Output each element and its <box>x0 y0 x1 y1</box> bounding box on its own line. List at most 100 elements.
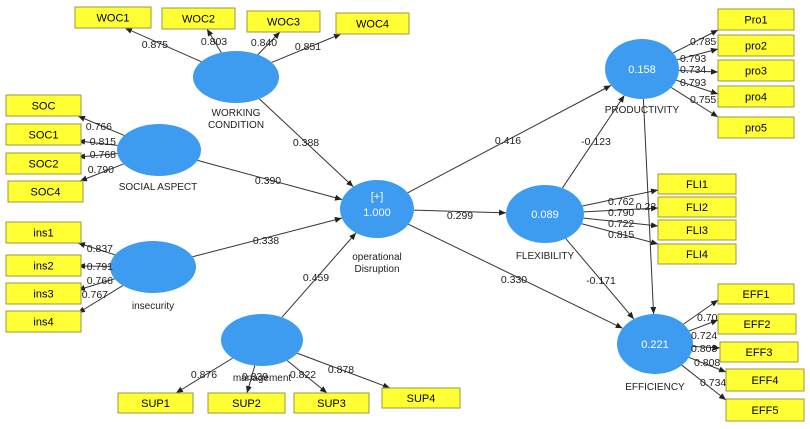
loading-value-ins4: 0.767 <box>82 289 108 301</box>
indicator-label: EFF3 <box>746 347 773 359</box>
indicator-woc4[interactable]: WOC4 <box>335 12 410 35</box>
loading-arrow-pro1 <box>673 29 719 54</box>
r-squared-value: 0.089 <box>531 209 559 221</box>
indicator-woc2[interactable]: WOC2 <box>161 7 236 30</box>
loading-arrow-sup1 <box>175 357 233 394</box>
indicator-pro2[interactable]: pro2 <box>717 34 795 57</box>
latent-ellipse <box>506 185 584 243</box>
indicator-sup2[interactable]: SUP2 <box>207 392 286 414</box>
loading-value-pro4: 0.793 <box>680 77 706 89</box>
loading-arrow-fli1 <box>582 188 659 207</box>
loading-arrow-soc <box>77 115 125 136</box>
indicator-woc3[interactable]: WOC3 <box>246 10 321 33</box>
indicator-box <box>717 59 795 82</box>
latent-label: CONDITION <box>208 120 264 131</box>
path-arrow-prod-eff <box>642 98 657 315</box>
loading-value-eff4: 0.808 <box>694 357 720 369</box>
loading-value-soc2: 0.768 <box>90 149 116 161</box>
indicator-fli2[interactable]: FLI2 <box>657 196 737 218</box>
indicator-ins4[interactable]: ins4 <box>5 310 82 333</box>
loading-arrow-woc4 <box>271 33 342 63</box>
indicator-pro5[interactable]: pro5 <box>717 116 795 139</box>
r-squared-value: 0.221 <box>641 339 669 351</box>
indicator-sup4[interactable]: SUP4 <box>381 387 461 409</box>
path-coefficient-wc-od: 0.388 <box>293 137 319 149</box>
indicator-label: pro3 <box>745 66 767 78</box>
loading-arrow-fli3 <box>583 217 659 229</box>
indicator-ins2[interactable]: ins2 <box>5 254 82 277</box>
latent-label: insecurity <box>132 301 174 312</box>
indicator-label: ins2 <box>33 261 53 273</box>
indicator-fli1[interactable]: FLI1 <box>657 173 737 195</box>
indicator-sup1[interactable]: SUP1 <box>117 392 194 414</box>
indicator-box <box>719 341 799 363</box>
indicator-box <box>5 310 82 333</box>
loading-value-fli4: 0.815 <box>608 229 634 241</box>
indicator-box <box>5 94 82 117</box>
latent-ellipse <box>221 314 303 366</box>
latent-label: EFFICIENCY <box>625 382 685 393</box>
path-coefficient-ins-od: 0.338 <box>253 235 279 247</box>
path-arrow-flex-eff <box>565 238 635 320</box>
latent-social-aspect[interactable]: SOCIAL ASPECT <box>117 124 201 193</box>
indicator-eff3[interactable]: EFF3 <box>719 341 799 363</box>
indicator-eff1[interactable]: EFF1 <box>717 283 795 305</box>
loading-value-soc1: 0.815 <box>90 136 116 148</box>
loading-arrow-woc1 <box>124 27 202 63</box>
path-coefficient-sa-od: 0.390 <box>255 175 281 187</box>
loading-value-soc: 0.766 <box>86 121 112 133</box>
latent-ellipse <box>193 51 279 103</box>
indicator-box <box>717 283 795 305</box>
indicator-soc2[interactable]: SOC2 <box>5 152 82 175</box>
indicator-eff2[interactable]: EFF2 <box>717 313 797 335</box>
indicator-label: FLI2 <box>686 202 708 214</box>
indicator-label: ins1 <box>33 228 53 240</box>
indicator-box <box>161 7 236 30</box>
expand-marker[interactable]: [+] <box>371 191 384 203</box>
loading-value-eff2: 0.724 <box>691 330 717 342</box>
loading-arrow-pro2 <box>677 47 719 61</box>
indicator-ins3[interactable]: ins3 <box>5 282 82 305</box>
indicator-soc4[interactable]: SOC4 <box>7 180 84 203</box>
indicator-soc[interactable]: SOC <box>5 94 82 117</box>
loading-arrow-sup2 <box>246 365 256 394</box>
loading-arrow-eff2 <box>689 319 719 332</box>
loading-value-soc4: 0.790 <box>88 164 114 176</box>
indicator-eff4[interactable]: EFF4 <box>725 368 805 392</box>
indicator-eff5[interactable]: EFF5 <box>725 398 805 422</box>
path-arrow-od-prod <box>407 84 612 194</box>
latent-management[interactable]: management <box>221 314 303 384</box>
indicator-box <box>657 196 737 218</box>
latent-ellipse <box>340 180 414 238</box>
indicator-pro4[interactable]: pro4 <box>717 85 795 108</box>
indicator-sup3[interactable]: SUP3 <box>293 392 370 414</box>
latent-insecurity[interactable]: insecurity <box>110 241 196 312</box>
indicator-label: ins4 <box>33 317 53 329</box>
indicator-woc1[interactable]: WOC1 <box>74 6 152 29</box>
loading-value-sup3: 0.822 <box>290 369 316 381</box>
loading-value-sup1: 0.876 <box>191 369 217 381</box>
latent-ellipse <box>117 124 201 176</box>
indicator-box <box>7 180 84 203</box>
loading-arrow-soc2 <box>77 153 118 160</box>
indicator-box <box>725 368 805 392</box>
indicator-pro3[interactable]: pro3 <box>717 59 795 82</box>
indicator-label: pro5 <box>745 123 767 135</box>
indicator-box <box>717 313 797 335</box>
indicator-fli3[interactable]: FLI3 <box>657 219 737 241</box>
indicator-pro1[interactable]: Pro1 <box>717 8 795 31</box>
loading-arrow-ins3 <box>77 278 115 291</box>
indicator-fli4[interactable]: FLI4 <box>657 243 737 265</box>
indicator-label: SUP3 <box>317 398 346 410</box>
indicator-ins1[interactable]: ins1 <box>5 221 82 244</box>
loading-arrow-ins4 <box>77 285 124 314</box>
latent-ellipse <box>110 241 196 293</box>
loading-arrow-pro4 <box>676 79 719 95</box>
indicator-soc1[interactable]: SOC1 <box>5 123 82 146</box>
loading-arrow-eff5 <box>681 364 727 401</box>
